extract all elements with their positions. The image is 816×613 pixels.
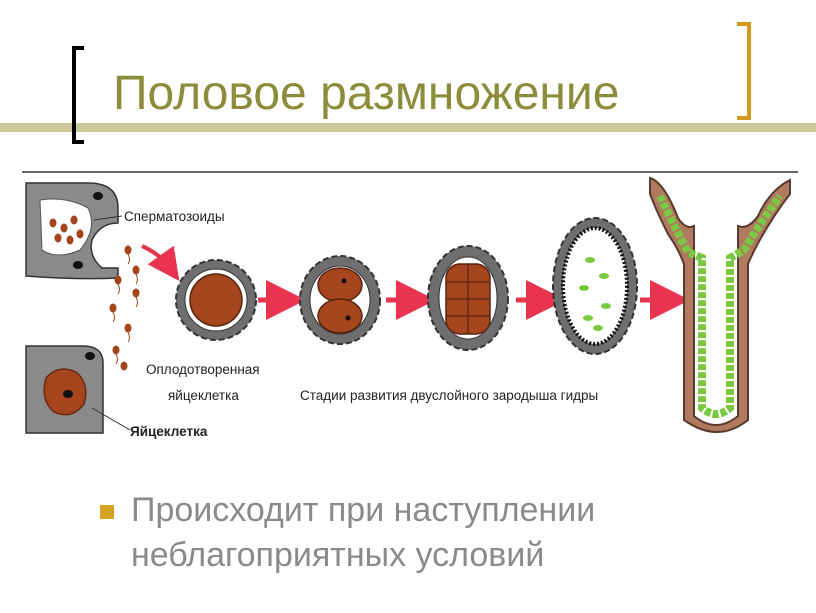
bullet-text: Происходит при наступлении неблагоприятн… (131, 491, 596, 574)
title-accent-bar (0, 123, 816, 132)
embryo-stage-zygote (175, 259, 257, 341)
bullet-marker (100, 505, 114, 519)
embryo-stage-two-cell (299, 255, 381, 345)
embryo-stage-blastula (552, 217, 638, 355)
arrow-fertilization (141, 244, 180, 282)
egg-pointer (91, 407, 131, 431)
hydra-reproduction-diagram: Сперматозоиды Оплодотворенная яйцеклетка… (22, 171, 798, 439)
label-sperm: Сперматозоиды (124, 209, 225, 224)
label-fertilized-line1: Оплодотворенная (146, 362, 260, 377)
sperm-pointer (93, 215, 123, 221)
sperm-cells (49, 215, 140, 371)
title-bracket-left (72, 46, 84, 144)
slide-title: Половое размножение (113, 67, 620, 120)
title-bracket-right (737, 22, 751, 120)
testis-body (25, 182, 119, 280)
embryo-stage-morula (427, 245, 509, 351)
label-fertilized-line2: яйцеклетка (168, 388, 239, 403)
ovary-body (25, 345, 104, 434)
label-egg: Яйцеклетка (130, 424, 208, 439)
label-stages: Стадии развития двуслойного зародыша гид… (300, 388, 598, 403)
young-hydra (649, 176, 791, 433)
